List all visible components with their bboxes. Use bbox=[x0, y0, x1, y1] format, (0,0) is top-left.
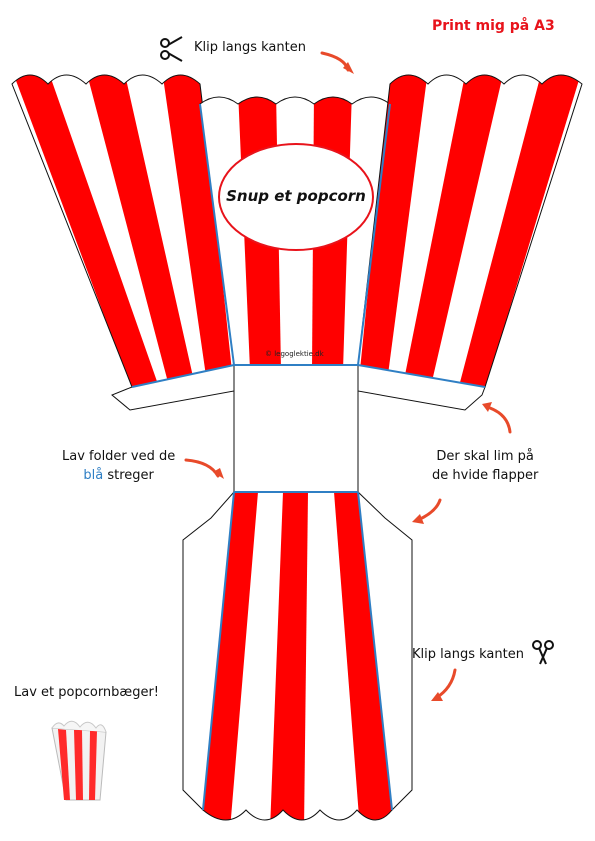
scissors-icon bbox=[160, 36, 183, 62]
cut-instruction-bottom: Klip langs kanten bbox=[412, 647, 524, 662]
print-note: Print mig på A3 bbox=[432, 18, 555, 34]
fold-instruction-rest: streger bbox=[103, 468, 154, 483]
arrow-heads bbox=[213, 62, 492, 701]
fold-lines bbox=[131, 103, 486, 811]
fold-instruction: Lav folder ved de blå streger bbox=[62, 447, 175, 485]
label-text: Snup et popcorn bbox=[226, 187, 366, 205]
fold-instruction-line1: Lav folder ved de bbox=[62, 449, 176, 464]
base-square bbox=[233, 364, 359, 493]
glue-instruction-line2: de hvide flapper bbox=[432, 468, 539, 483]
scissors-icon bbox=[532, 640, 554, 665]
copyright-text: © legoglektie.dk bbox=[265, 350, 324, 358]
fold-blue-word: blå bbox=[83, 468, 104, 483]
make-cup-title: Lav et popcornbæger! bbox=[14, 685, 159, 700]
cut-instruction-top: Klip langs kanten bbox=[194, 40, 306, 55]
glue-instruction: Der skal lim på de hvide flapper bbox=[432, 447, 538, 485]
popcorn-cup-illustration bbox=[51, 720, 107, 801]
fold-instruction-line2: blå streger bbox=[62, 466, 175, 485]
glue-instruction-line1: Der skal lim på bbox=[436, 449, 534, 464]
label-oval bbox=[218, 143, 374, 251]
bottom-panel bbox=[203, 492, 392, 820]
